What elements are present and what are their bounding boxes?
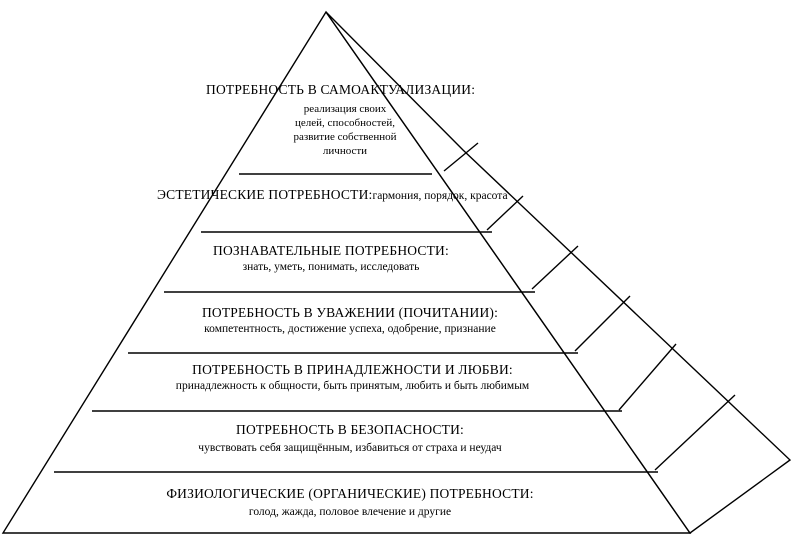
level-physiological-title: ФИЗИОЛОГИЧЕСКИЕ (ОРГАНИЧЕСКИЕ) ПОТРЕБНОС… — [166, 486, 534, 501]
level-physiological-description: голод, жажда, половое влечение и другие — [248, 506, 452, 518]
description-line: развитие собственной — [293, 131, 397, 143]
description-line: личности — [322, 145, 368, 157]
level-safety-description: чувствовать себя защищённым, избавиться … — [198, 442, 502, 454]
level-aesthetic: ЭСТЕТИЧЕСКИЕ ПОТРЕБНОСТИ:гармония, поряд… — [157, 186, 508, 204]
level-self-actualization-title: ПОТРЕБНОСТЬ В САМОАКТУАЛИЗАЦИИ: — [206, 82, 476, 97]
level-cognitive-title: ПОЗНАВАТЕЛЬНЫЕ ПОТРЕБНОСТИ: — [213, 243, 449, 258]
description-line: целей, способностей, — [295, 117, 395, 129]
side-divider-2 — [531, 245, 579, 290]
level-cognitive-description: знать, уметь, понимать, исследовать — [242, 261, 420, 273]
level-dividers — [54, 173, 658, 473]
level-esteem-description: компетентность, достижение успеха, одобр… — [204, 323, 496, 335]
level-aesthetic-title: ЭСТЕТИЧЕСКИЕ ПОТРЕБНОСТИ: — [157, 187, 373, 202]
description-line: реализация своих — [303, 103, 387, 115]
side-divider-1 — [486, 195, 524, 231]
level-belonging-description: принадлежность к общности, быть принятым… — [175, 380, 530, 392]
level-esteem-title: ПОТРЕБНОСТЬ В УВАЖЕНИИ (ПОЧИТАНИИ): — [201, 305, 499, 320]
side-divider-5 — [654, 394, 736, 471]
side-divider-0 — [443, 142, 479, 172]
pyramid-side-face — [325, 11, 792, 534]
side-dividers — [443, 142, 736, 471]
level-self-actualization-description: реализация своих целей, способностей, ра… — [270, 102, 420, 158]
level-belonging-title: ПОТРЕБНОСТЬ В ПРИНАДЛЕЖНОСТИ И ЛЮБВИ: — [192, 362, 513, 377]
side-divider-3 — [574, 295, 631, 352]
level-aesthetic-description: гармония, порядок, красота — [372, 190, 508, 202]
side-divider-4 — [618, 343, 677, 411]
level-safety-title: ПОТРЕБНОСТЬ В БЕЗОПАСНОСТИ: — [236, 422, 464, 437]
